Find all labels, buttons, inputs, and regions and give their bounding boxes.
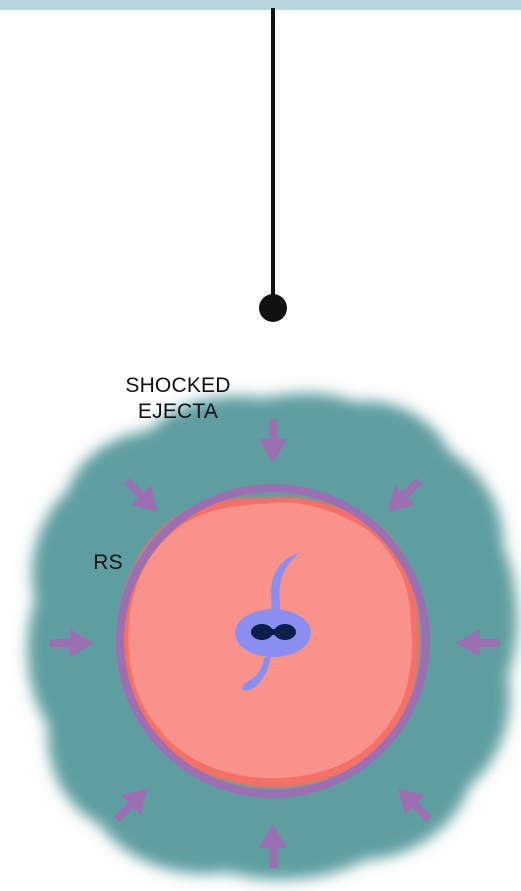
shocked-ejecta-label-line1: SHOCKED (125, 374, 230, 397)
shocked-ejecta-label-line2: EJECTA (138, 400, 218, 423)
top-band (0, 0, 521, 10)
reverse-shock-label: RS (93, 551, 123, 574)
central-core-bridge (262, 629, 285, 635)
pendulum-bob-icon (259, 294, 287, 322)
